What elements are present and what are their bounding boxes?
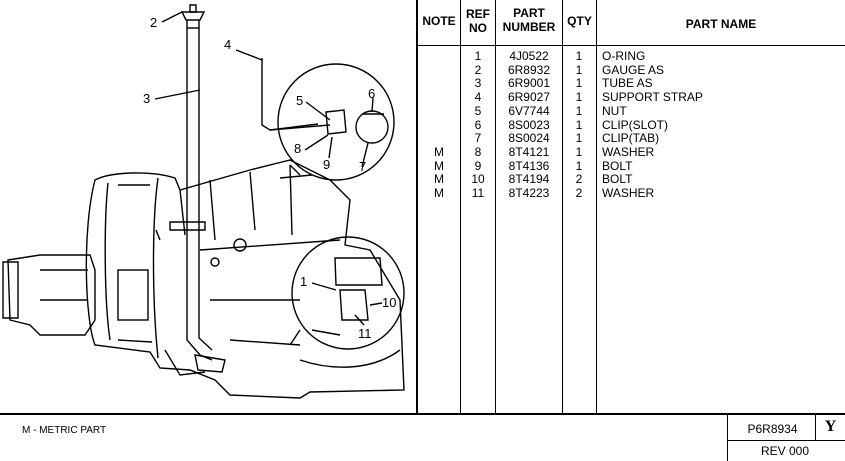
row-part-name: WASHER	[602, 186, 655, 200]
row-part-name: SUPPORT STRAP	[602, 90, 703, 105]
footer-box-left	[727, 413, 728, 461]
row-note: M	[434, 158, 444, 173]
row-part-number: 6R8932	[507, 62, 551, 77]
row-qty: 2	[575, 186, 583, 200]
row-note: M	[434, 186, 444, 200]
row-qty: 1	[575, 90, 583, 105]
row-part-name: TUBE AS	[602, 76, 653, 91]
row-part-name: BOLT	[602, 172, 633, 187]
revision-letter: Y	[824, 418, 837, 435]
row-qty: 1	[575, 49, 583, 63]
row-note: M	[434, 144, 444, 159]
row-part-number: 8S0024	[508, 131, 550, 146]
callout-3: 3	[143, 91, 151, 106]
row-part-number: 4J0522	[509, 49, 549, 63]
row-part-name: BOLT	[602, 158, 633, 173]
header-ref-no: REF NO	[466, 7, 490, 35]
column-divider	[596, 0, 597, 414]
row-qty: 1	[575, 158, 583, 173]
row-ref-no: 6	[474, 117, 482, 132]
row-part-number: 8T4223	[508, 186, 550, 200]
row-part-name: NUT	[602, 103, 627, 118]
row-ref-no: 5	[474, 103, 482, 118]
row-qty: 1	[575, 62, 583, 77]
row-part-name: O-RING	[602, 49, 646, 63]
row-qty: 1	[575, 76, 583, 91]
footer-box-divider	[727, 440, 845, 441]
row-ref-no: 10	[471, 172, 485, 187]
row-part-number: 8T4121	[508, 144, 550, 159]
revision-label: REV 000	[760, 444, 810, 458]
footer-box-mid	[815, 413, 816, 441]
callout-9: 9	[323, 157, 331, 172]
row-part-number: 8T4136	[508, 158, 550, 173]
row-qty: 2	[575, 172, 583, 187]
callout-5: 5	[296, 93, 304, 108]
column-divider	[495, 0, 496, 414]
row-part-number: 6R9001	[507, 76, 551, 91]
row-ref-no: 9	[474, 158, 482, 173]
row-ref-no: 8	[474, 144, 482, 159]
callout-7: 7	[359, 159, 367, 174]
row-part-number: 8S0023	[508, 117, 550, 132]
row-part-name: CLIP(SLOT)	[602, 117, 669, 132]
row-part-number: 6V7744	[508, 103, 550, 118]
callout-10: 10	[382, 295, 397, 310]
row-ref-no: 2	[474, 62, 482, 77]
column-divider	[562, 0, 563, 414]
callout-2: 2	[150, 15, 158, 30]
row-qty: 1	[575, 131, 583, 146]
row-part-number: 6R9027	[507, 90, 551, 105]
callout-8: 8	[294, 141, 302, 156]
header-part-name: PART NAME	[685, 17, 757, 31]
callout-11: 11	[358, 326, 372, 341]
row-qty: 1	[575, 117, 583, 132]
row-qty: 1	[575, 144, 583, 159]
footer-separator	[0, 413, 845, 415]
row-part-name: GAUGE AS	[602, 62, 665, 77]
header-part-number: PART NUMBER	[502, 6, 556, 34]
part-number-label: P6R8934	[747, 422, 798, 436]
row-ref-no: 4	[474, 90, 482, 105]
callout-1: 1	[300, 274, 308, 289]
exploded-view-illustration	[2, 4, 405, 399]
row-part-name: WASHER	[602, 144, 655, 159]
row-ref-no: 7	[474, 131, 482, 146]
row-note: M	[434, 172, 444, 187]
table-left-border	[416, 0, 418, 414]
header-qty: QTY	[567, 14, 592, 28]
row-qty: 1	[575, 103, 583, 118]
row-part-number: 8T4194	[508, 172, 550, 187]
column-divider	[460, 0, 461, 414]
row-ref-no: 1	[474, 49, 482, 63]
metric-legend: M - METRIC PART	[22, 425, 107, 436]
callout-4: 4	[224, 37, 232, 52]
row-ref-no: 11	[471, 186, 485, 200]
callout-6: 6	[368, 86, 376, 101]
row-ref-no: 3	[474, 76, 482, 91]
row-part-name: CLIP(TAB)	[602, 131, 660, 146]
header-underline	[416, 45, 845, 46]
header-note: NOTE	[422, 14, 456, 28]
